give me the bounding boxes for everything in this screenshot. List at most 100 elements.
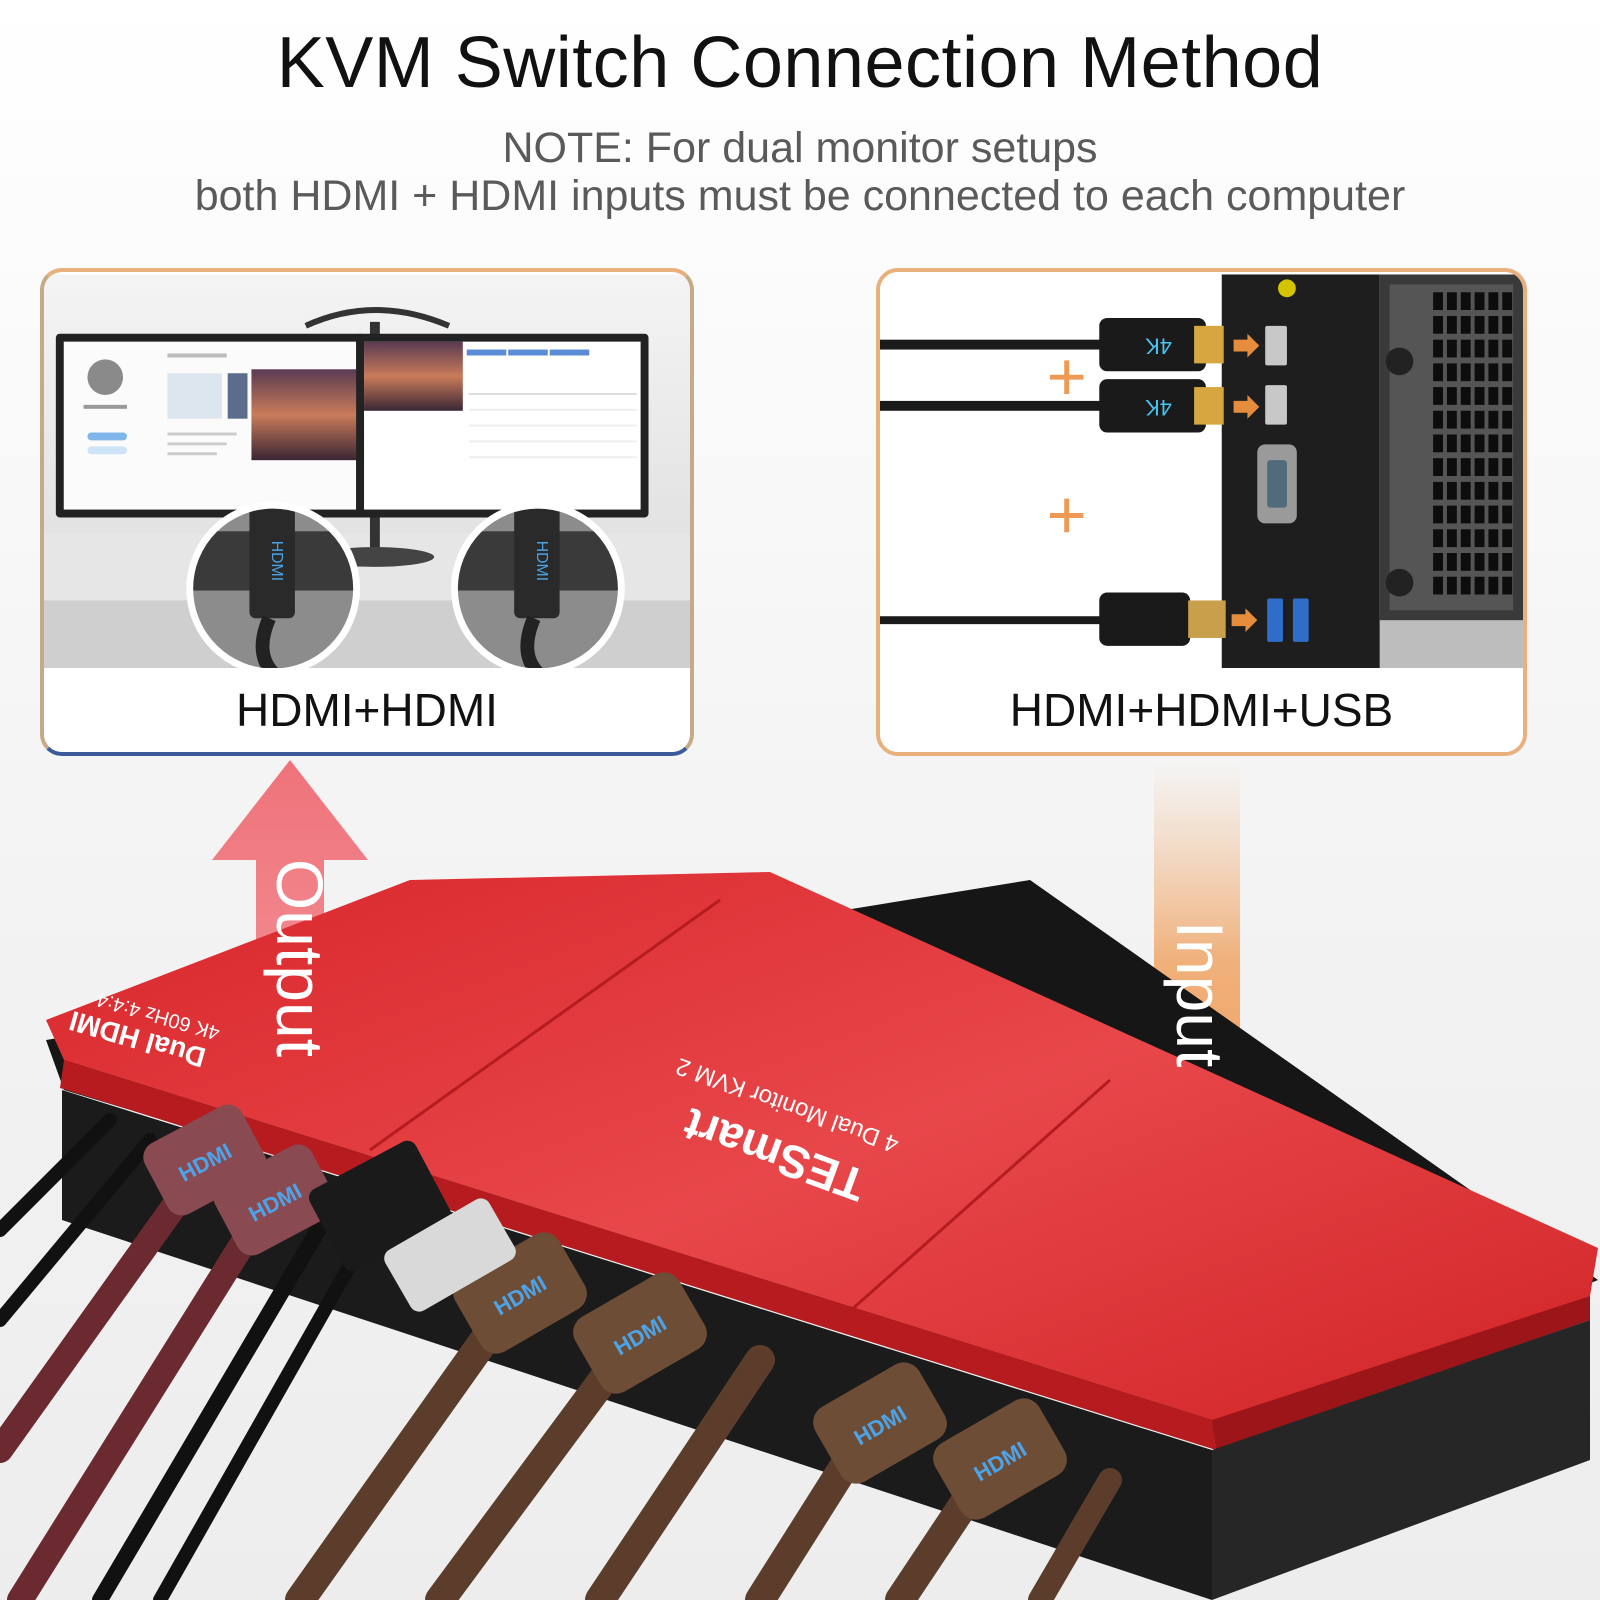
vent-slot bbox=[1460, 410, 1471, 429]
output-label: Output bbox=[263, 858, 337, 1058]
vent-slot bbox=[1433, 292, 1443, 311]
vent-slot bbox=[1488, 458, 1499, 476]
hdmi-hdmi-panel: HDMI HDMI HDMI+HDMI bbox=[40, 268, 694, 756]
plus-icon-1 bbox=[1049, 360, 1084, 394]
vent-slot bbox=[1433, 458, 1443, 476]
vent-slot bbox=[1446, 553, 1457, 571]
vent-slot bbox=[1460, 292, 1471, 311]
vent-slot bbox=[1502, 292, 1513, 311]
vent-slot bbox=[1488, 410, 1499, 429]
vent-slot bbox=[1474, 292, 1485, 311]
vent-slot bbox=[1502, 458, 1513, 476]
hdmi-tag-zoom-1: HDMI bbox=[268, 541, 285, 581]
4k-tag-2: 4K bbox=[1145, 395, 1172, 420]
vent-slot bbox=[1446, 387, 1457, 405]
vent-slot bbox=[1502, 505, 1513, 524]
vent-slot bbox=[1460, 576, 1471, 595]
vent-slot bbox=[1446, 481, 1457, 500]
usb-flash-drive bbox=[384, 1198, 516, 1312]
vent-slot bbox=[1474, 481, 1485, 500]
vent-slot bbox=[1488, 576, 1499, 595]
vent-slot bbox=[1474, 576, 1485, 595]
vent-slot bbox=[1460, 481, 1471, 500]
vent-slot bbox=[1446, 458, 1457, 476]
vent-slot bbox=[1488, 339, 1499, 358]
vent-slot bbox=[1474, 553, 1485, 571]
vent-slot bbox=[1446, 434, 1457, 453]
hdmi-hdmi-usb-panel: 4K 4K HDMI+HDMI+USB bbox=[876, 268, 1527, 756]
vent-slot bbox=[1488, 529, 1499, 548]
vent-slot bbox=[1446, 576, 1457, 595]
vent-slot bbox=[1433, 553, 1443, 571]
hdmi-hdmi-usb-caption: HDMI+HDMI+USB bbox=[880, 668, 1523, 752]
hdmi-plug-group-burgundy bbox=[143, 1104, 337, 1256]
vent-slot bbox=[1502, 387, 1513, 405]
vent-slot bbox=[1474, 410, 1485, 429]
hdmi-tag-zoom-2: HDMI bbox=[533, 541, 550, 581]
vent-slot bbox=[1474, 339, 1485, 358]
vent-slot bbox=[1433, 387, 1443, 405]
vent-slot bbox=[1460, 387, 1471, 405]
vent-slot bbox=[1474, 315, 1485, 334]
vent-slot bbox=[1446, 315, 1457, 334]
vent-slot bbox=[1460, 363, 1471, 382]
vent-slot bbox=[1446, 410, 1457, 429]
vent-slot bbox=[1488, 363, 1499, 382]
vent-slot bbox=[1433, 481, 1443, 500]
vent-slot bbox=[1474, 505, 1485, 524]
vent-slot bbox=[1488, 434, 1499, 453]
vent-slot bbox=[1460, 315, 1471, 334]
arrow-icon-port-1 bbox=[1233, 333, 1260, 358]
vent-slot bbox=[1474, 387, 1485, 405]
note-line-1: NOTE: For dual monitor setups bbox=[502, 124, 1098, 172]
vent-slot bbox=[1474, 363, 1485, 382]
4k-tag-1: 4K bbox=[1145, 334, 1172, 359]
vent-slot bbox=[1474, 529, 1485, 548]
pc-ports-illustration: 4K 4K bbox=[880, 274, 1523, 674]
vent-slot bbox=[1488, 553, 1499, 571]
vent-slot bbox=[1488, 505, 1499, 524]
vent-slot bbox=[1488, 387, 1499, 405]
vent-slot bbox=[1433, 410, 1443, 429]
arrow-icon-port-2 bbox=[1233, 394, 1260, 419]
vent-slot bbox=[1502, 529, 1513, 548]
input-label: Input bbox=[1163, 920, 1237, 1068]
vent-slot bbox=[1433, 315, 1443, 334]
vent-slot bbox=[1488, 315, 1499, 334]
page-title: KVM Switch Connection Method bbox=[276, 23, 1324, 103]
vent-slot bbox=[1433, 363, 1443, 382]
vent-slot bbox=[1460, 458, 1471, 476]
vent-slot bbox=[1446, 292, 1457, 311]
vent-slot bbox=[1433, 434, 1443, 453]
hdmi-hdmi-caption: HDMI+HDMI bbox=[44, 668, 690, 752]
vent-slot bbox=[1474, 458, 1485, 476]
vent-slot bbox=[1502, 576, 1513, 595]
vent-slot bbox=[1502, 481, 1513, 500]
arrow-icon-port-3 bbox=[1231, 608, 1258, 633]
dual-monitor-illustration: HDMI HDMI bbox=[44, 274, 690, 676]
note-line-2: both HDMI + HDMI inputs must be connecte… bbox=[194, 172, 1406, 220]
vent-slot bbox=[1433, 529, 1443, 548]
vent-slot bbox=[1460, 505, 1471, 524]
vent-slot bbox=[1446, 339, 1457, 358]
vent-slot bbox=[1446, 505, 1457, 524]
plus-icon-2 bbox=[1049, 498, 1084, 533]
vent-slot bbox=[1502, 434, 1513, 453]
vent-slot bbox=[1502, 553, 1513, 571]
vent-slot bbox=[1502, 315, 1513, 334]
kvm-device-illustration: TESmart 4 Dual Monitor KVM 2 Dual HDMI 4… bbox=[0, 760, 1598, 1600]
vent-slot bbox=[1502, 410, 1513, 429]
setup-note: NOTE: For dual monitor setups both HDMI … bbox=[0, 124, 1600, 220]
vent-slot bbox=[1474, 434, 1485, 453]
vent-slot bbox=[1460, 339, 1471, 358]
vent-slot bbox=[1433, 505, 1443, 524]
vent-slot bbox=[1433, 576, 1443, 595]
vent-slot bbox=[1502, 363, 1513, 382]
vent-slot bbox=[1446, 529, 1457, 548]
vent-slot bbox=[1460, 529, 1471, 548]
vent-slot bbox=[1488, 292, 1499, 311]
vent-slot bbox=[1446, 363, 1457, 382]
vent-slot bbox=[1502, 339, 1513, 358]
vent-slot bbox=[1433, 339, 1443, 358]
vent-slot bbox=[1460, 434, 1471, 453]
